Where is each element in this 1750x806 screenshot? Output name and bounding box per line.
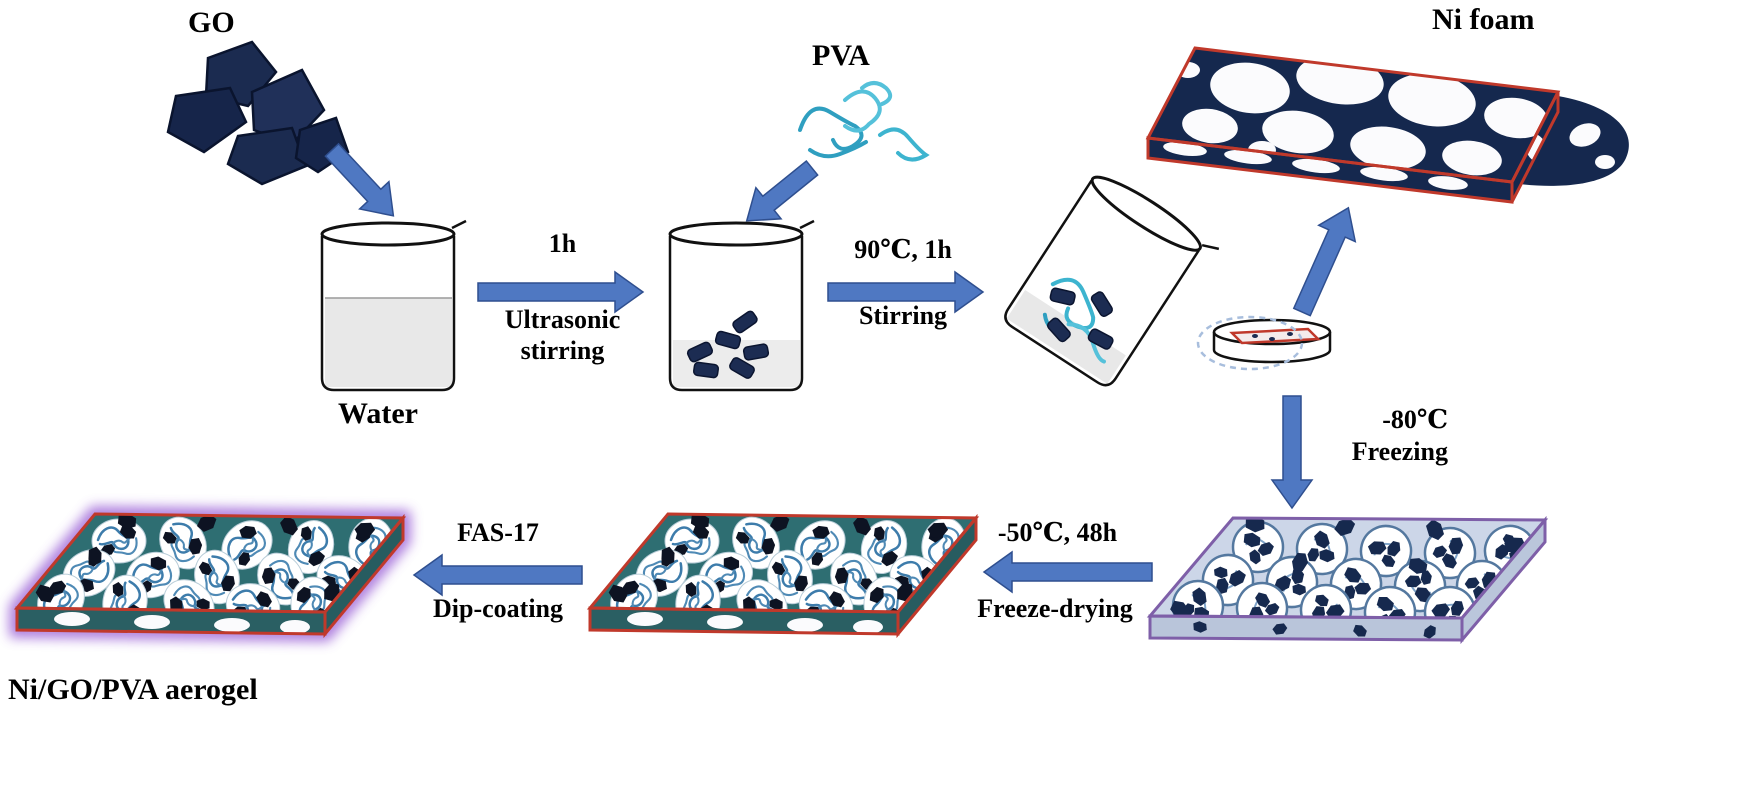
mixture-in-tilted-beaker-icon bbox=[1042, 277, 1114, 364]
freeze-drying-action-label: Freeze-drying bbox=[977, 594, 1133, 623]
dashed-highlight-icon bbox=[1196, 315, 1304, 371]
final-aerogel-slab-icon bbox=[9, 506, 411, 642]
aerogel-slab-icon bbox=[586, 512, 980, 639]
arrow-freeze-drying-icon bbox=[982, 550, 1153, 594]
mold-dish-icon bbox=[1196, 315, 1332, 371]
arrow-dip-coating-icon bbox=[412, 553, 583, 597]
water-beaker-icon bbox=[320, 219, 467, 392]
ultrasonic-action-label: Ultrasonic stirring bbox=[504, 305, 621, 366]
dip-coating-condition-label: FAS-17 bbox=[457, 518, 539, 547]
water-label: Water bbox=[338, 397, 418, 430]
product-label: Ni/GO/PVA aerogel bbox=[8, 673, 258, 706]
dip-coating-action-label: Dip-coating bbox=[433, 594, 563, 623]
arrow-pva-to-beaker-icon bbox=[745, 159, 819, 222]
heating-condition-label: 90℃, 1h bbox=[854, 235, 952, 264]
arrow-ultrasonic-icon bbox=[477, 270, 645, 314]
foam-pores-front-icon bbox=[1163, 142, 1468, 190]
sample-slab-in-dish-icon bbox=[1229, 327, 1321, 345]
ni-foam-label: Ni foam bbox=[1432, 3, 1535, 36]
arrow-stirring-icon bbox=[827, 270, 985, 314]
pva-label: PVA bbox=[812, 39, 870, 72]
arrow-freezing-icon bbox=[1270, 395, 1314, 510]
go-flakes-in-beaker-icon bbox=[686, 310, 770, 379]
go-flakes-icon bbox=[166, 40, 350, 186]
ultrasonic-condition-label: 1h bbox=[548, 229, 577, 258]
go-label: GO bbox=[188, 6, 235, 39]
mixture-beaker-icon bbox=[668, 219, 815, 392]
heating-action-label: Stirring bbox=[858, 301, 948, 330]
tilted-beaker-icon bbox=[1004, 175, 1220, 387]
arrow-to-ni-foam-icon bbox=[1292, 206, 1357, 317]
ni-foam-slab-icon bbox=[1145, 46, 1629, 204]
frozen-slab-icon bbox=[1146, 515, 1549, 645]
arrow-go-to-water-icon bbox=[324, 142, 395, 217]
freezing-action-label: Freezing bbox=[1351, 437, 1448, 466]
freezing-condition-label: -80℃ bbox=[1382, 405, 1448, 434]
pva-chains-icon bbox=[798, 81, 930, 162]
freeze-drying-condition-label: -50℃, 48h bbox=[997, 518, 1118, 547]
